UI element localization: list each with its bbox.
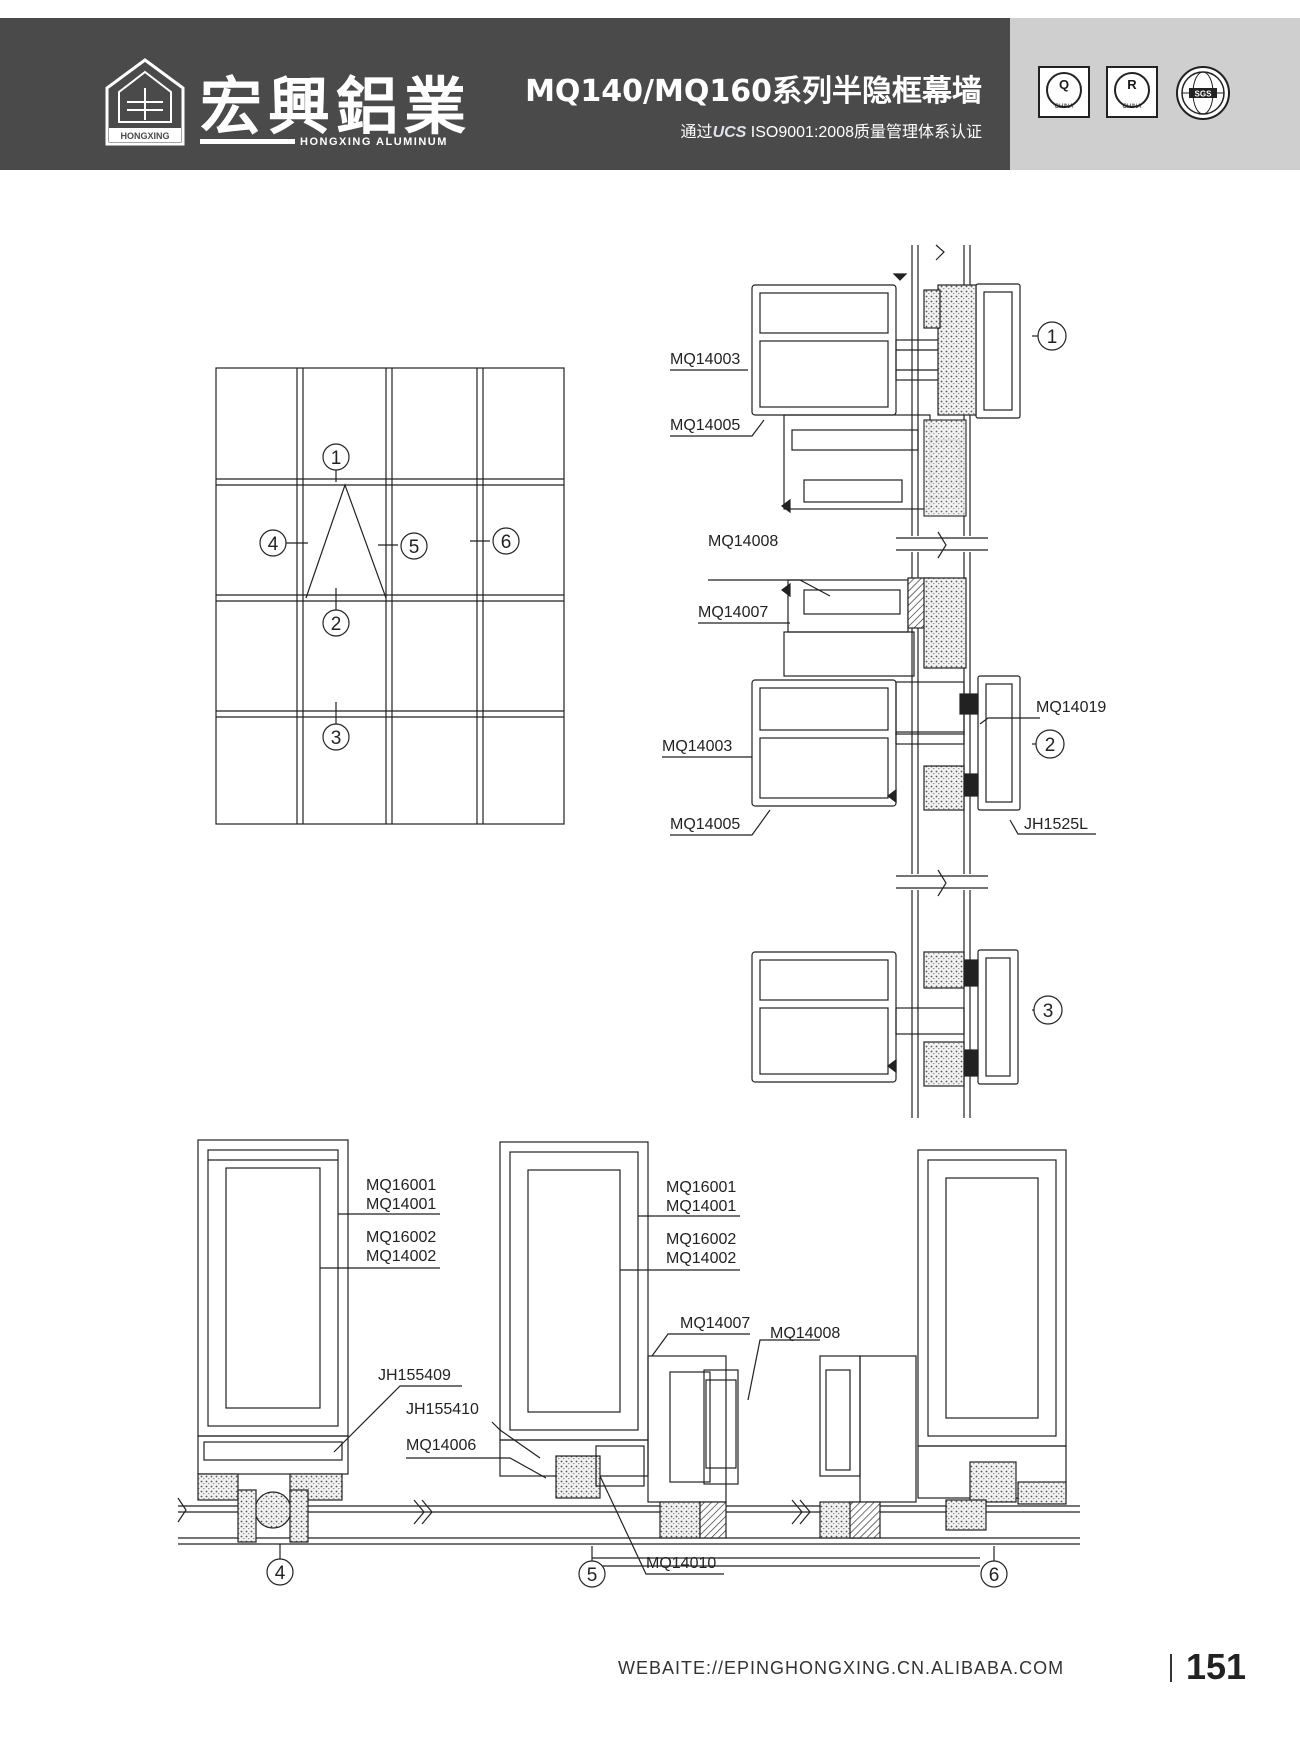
hsec-marker-6: 6	[989, 1565, 1000, 1586]
label-h5-mq14002: MQ14002	[666, 1250, 736, 1267]
section-2-transom	[751, 675, 1021, 811]
label-v2-mq14005: MQ14005	[670, 816, 740, 833]
ucs-mark: UCS	[712, 124, 747, 141]
section-4-mullion	[197, 1139, 349, 1543]
vertical-markers	[1033, 321, 1067, 1025]
label-h5-mq14007: MQ14007	[680, 1315, 750, 1332]
certification-line: 通过UCS ISO9001:2008质量管理体系认证	[681, 118, 982, 142]
label-mq14008: MQ14008	[708, 533, 778, 550]
label-h5-mq14008: MQ14008	[770, 1325, 840, 1342]
elevation-mullions	[296, 368, 484, 824]
section-1-transom	[751, 273, 1021, 517]
elevation-drawing	[215, 367, 565, 825]
label-mq14010: MQ14010	[646, 1555, 716, 1572]
sgs-globe-icon: SGS	[1176, 66, 1230, 120]
label-jh1525l: JH1525L	[1024, 816, 1088, 833]
elev-marker-4: 4	[268, 534, 279, 555]
vertical-leaders	[662, 335, 1096, 1011]
horizontal-section	[177, 1139, 1080, 1575]
vent-open-indicator	[305, 483, 387, 599]
section-3-transom	[751, 949, 1019, 1087]
r-badge-letter: R	[1114, 72, 1150, 108]
elev-marker-6: 6	[501, 532, 512, 553]
r-badge-sub: CHINA	[1122, 104, 1142, 110]
section-5-mullion	[499, 1141, 739, 1539]
horizontal-leaders	[279, 1213, 995, 1575]
label-h5-mq16001: MQ16001	[666, 1179, 736, 1196]
q-badge-sub: CHINA	[1054, 104, 1074, 110]
label-h4-mq14001: MQ14001	[366, 1196, 436, 1213]
label-v2-mq14003: MQ14003	[662, 738, 732, 755]
label-h5-mq14001: MQ14001	[666, 1198, 736, 1215]
hsec-marker-5: 5	[587, 1565, 598, 1586]
label-h5-mq16002: MQ16002	[666, 1231, 736, 1248]
cert-prefix: 通过	[680, 124, 713, 141]
elev-marker-1: 1	[331, 448, 342, 469]
vertical-section	[662, 244, 1096, 1118]
footer-url: WEBAITE://EPINGHONGXING.CN.ALIBABA.COM	[618, 1658, 1065, 1678]
horizontal-markers	[266, 1558, 1008, 1588]
series-title: MQ140/MQ160系列半隐框幕墙	[525, 74, 982, 109]
label-jh155409: JH155409	[378, 1367, 451, 1384]
hongxing-logo-icon: HONGXING	[105, 58, 185, 146]
horizontal-glass	[178, 1505, 1080, 1567]
label-mq14019: MQ14019	[1036, 699, 1106, 716]
horizontal-break-marks	[177, 1497, 811, 1525]
label-jh155410: JH155410	[406, 1401, 479, 1418]
label-v1-mq14003: MQ14003	[670, 351, 740, 368]
elevation-markers	[259, 443, 520, 751]
vsec-marker-1: 1	[1047, 327, 1058, 348]
section-6-mullion	[819, 1149, 1067, 1539]
label-v1-mq14005: MQ14005	[670, 417, 740, 434]
page-header: HONGXING 宏興鋁業 HONGXING ALUMINUM MQ140/MQ…	[0, 18, 1300, 170]
label-mq14006: MQ14006	[406, 1437, 476, 1454]
hsec-marker-4: 4	[275, 1563, 286, 1584]
brand-name-en: HONGXING ALUMINUM	[300, 136, 448, 148]
vsec-marker-2: 2	[1045, 735, 1056, 756]
elev-marker-5: 5	[409, 537, 420, 558]
page-number: 151	[1186, 1646, 1247, 1687]
label-h4-mq16001: MQ16001	[366, 1177, 436, 1194]
q-badge-letter: Q	[1046, 72, 1082, 108]
elevation-transoms	[216, 478, 564, 718]
elev-marker-2: 2	[331, 614, 342, 635]
footer-divider	[1170, 1654, 1172, 1682]
sgs-text: SGS	[1195, 90, 1213, 99]
elev-marker-3: 3	[331, 728, 342, 749]
brand-rule	[200, 139, 295, 144]
vsec-marker-3: 3	[1043, 1001, 1054, 1022]
label-h4-mq14002: MQ14002	[366, 1248, 436, 1265]
elevation-frame	[215, 367, 565, 825]
q-china-badge: Q CHINA	[1038, 66, 1090, 118]
vent-frame	[781, 577, 967, 677]
label-mq14007: MQ14007	[698, 604, 768, 621]
r-china-badge: R CHINA	[1106, 66, 1158, 118]
logo-text: HONGXING	[120, 131, 169, 141]
brand-name-cn: 宏興鋁業	[200, 70, 473, 143]
break-symbols	[896, 244, 988, 897]
cert-suffix: ISO9001:2008质量管理体系认证	[750, 124, 982, 141]
label-h4-mq16002: MQ16002	[366, 1229, 436, 1246]
